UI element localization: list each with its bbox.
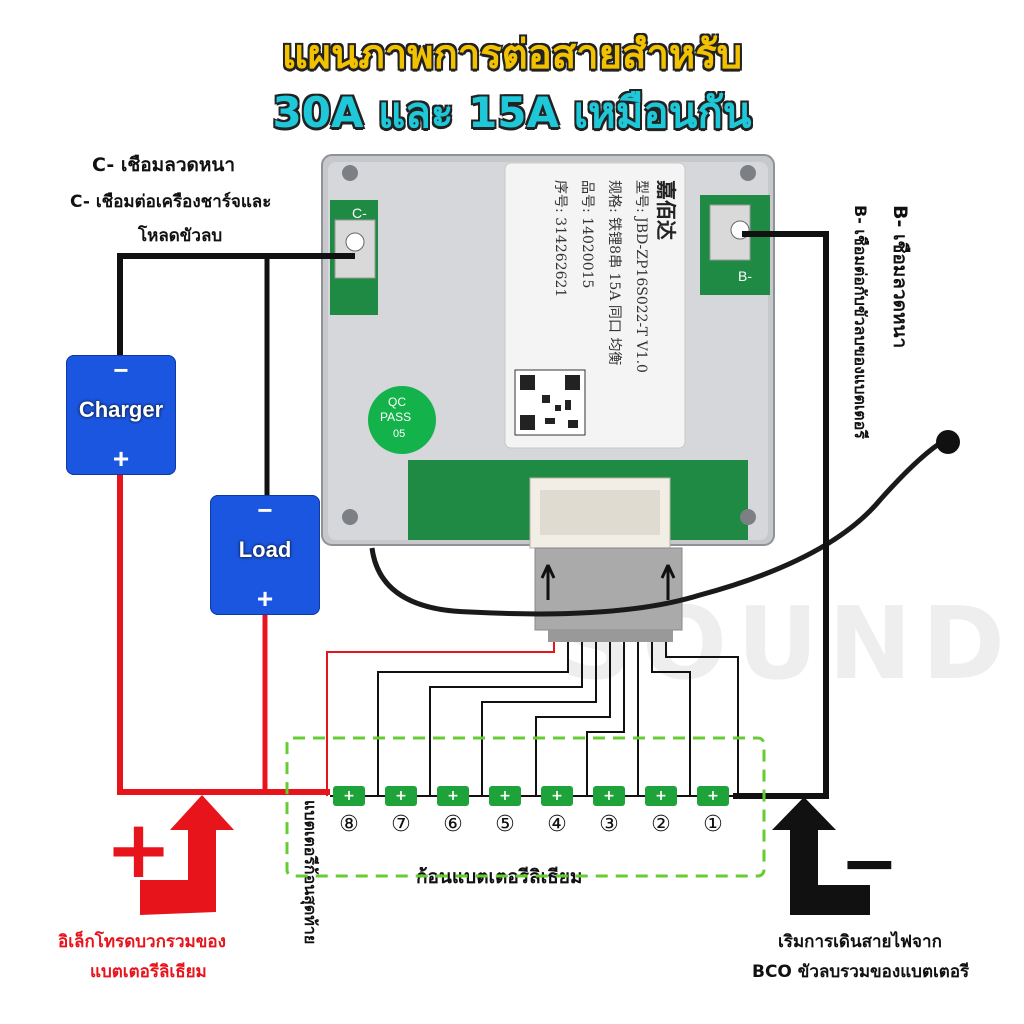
board-spec: 规格: 铁锂8串 15A 同口 均衡 [606,180,622,366]
c-minus-connect-label-1: C- เชือมต่อเครืองชาร์จและ [70,192,272,212]
c-minus-connect-label-2: โหลดขัวลบ [138,226,223,246]
battery-cell-group-outline [285,736,766,878]
charger-positive-wire [117,475,330,795]
b-minus-wire [733,231,829,799]
board-model: 型号: JBD-ZP16S022-T V1.0 [633,180,649,373]
title-line-2: 30A และ 15A เหมือนกัน [272,88,752,137]
charger-negative-wire [117,253,355,355]
qc-text-3: 05 [393,428,406,440]
balance-lead-red [326,642,555,796]
pad-c-label: C- [352,205,367,221]
qc-text-1: QC [388,395,406,409]
charger-minus-sign: − [113,355,129,385]
balance-leads [377,642,739,796]
load-minus-sign: − [257,495,273,525]
title-line-1: แผนภาพการต่อสายสำหรับ [281,32,743,78]
negative-arrow-icon [772,797,870,915]
screw-hole [342,165,358,181]
board-brand: 嘉佰达 [654,180,678,240]
board-part: 品号: 14020015 [579,180,595,289]
load-plus-sign: + [256,583,274,614]
big-plus-sign: + [105,803,173,896]
screw-hole [342,509,358,525]
start-label-1: เริมการเดินสายไฟจาก [778,932,942,952]
board-serial: 序号: 314262621 [552,180,568,298]
start-label-2: BCO ขัวลบรวมของแบตเตอรี [752,962,970,982]
c-minus-thick-label: C- เชือมลวดหนา [92,154,236,176]
charger-box: − Charger + [66,355,176,475]
load-box: − Load + [210,495,320,615]
qc-text-2: PASS [380,410,412,424]
pad-b-label: B- [738,268,752,284]
charger-plus-sign: + [112,443,130,474]
bms-board [321,154,775,549]
temperature-sensor-tip [936,430,960,454]
balance-plug [534,547,683,631]
positive-arrow-icon [140,795,234,915]
screw-hole [740,509,756,525]
positive-label-1: อิเล็กโทรดบวกรวมของ [58,932,226,952]
screw-hole [740,165,756,181]
temperature-sensor-cable [369,437,947,617]
load-label: Load [238,537,292,562]
qr-code [514,369,586,436]
charger-label: Charger [78,397,164,422]
qc-pass-sticker [368,386,436,454]
positive-label-2: แบตเตอรีลิเธียม [90,962,207,982]
